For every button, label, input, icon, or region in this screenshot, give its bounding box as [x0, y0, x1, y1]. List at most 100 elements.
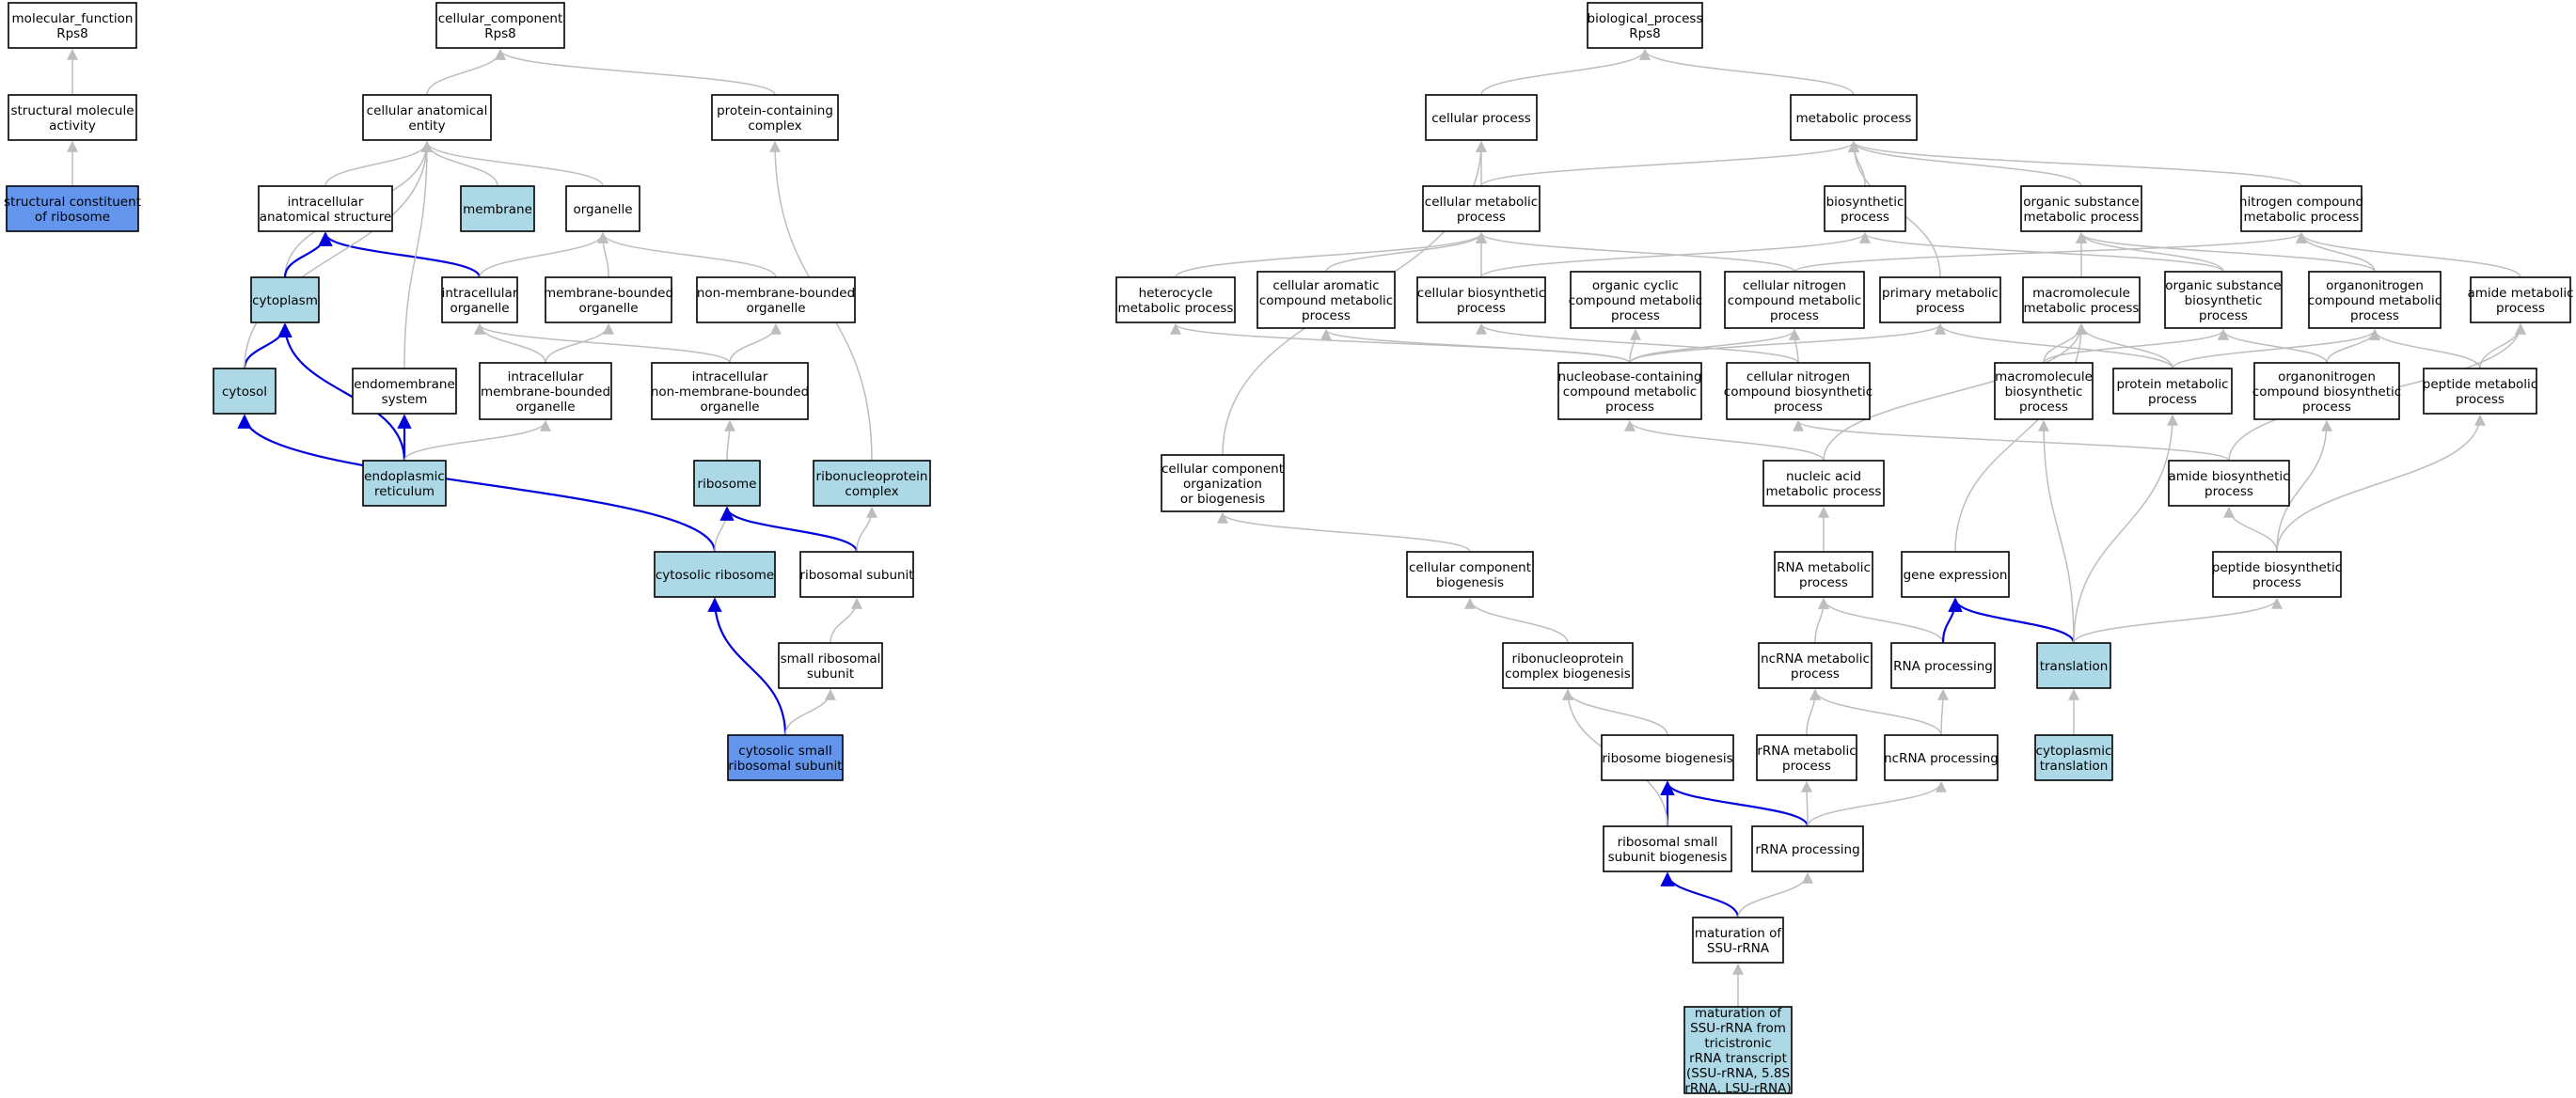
go-term-node-cr[interactable]: cytosolic ribosome: [654, 551, 776, 598]
go-term-node-cp[interactable]: cellular process: [1425, 94, 1538, 141]
edge-cr-to-ribo: [714, 506, 733, 553]
go-term-node-rb[interactable]: ribosome biogenesis: [1601, 734, 1734, 781]
go-term-node-rs[interactable]: ribosomal subunit: [799, 551, 914, 598]
edge-pcc-to-cc: [495, 48, 776, 96]
go-term-node-inmbo[interactable]: intracellularnon-membrane-boundedorganel…: [651, 362, 809, 420]
node-label-line: anatomical structure: [260, 210, 392, 225]
go-term-node-rnap[interactable]: RNA processing: [1890, 642, 1996, 689]
go-term-node-ncrnap[interactable]: ncRNA processing: [1884, 734, 1999, 781]
edge-trans-to-pbp: [2073, 597, 2283, 644]
node-label-line: ribosomal subunit: [799, 568, 913, 583]
node-label-line: ncRNA metabolic: [1761, 651, 1870, 667]
node-label-line: ribosome: [698, 477, 757, 492]
node-label-line: membrane-bounded: [544, 286, 673, 301]
edge-ncrnamp-to-rnamp: [1814, 597, 1829, 644]
node-label-line: compound metabolic: [1259, 293, 1393, 308]
node-label-line: amide metabolic: [2467, 286, 2573, 301]
go-term-node-mem[interactable]: membrane: [460, 185, 535, 232]
edge-prmp-to-mmp: [2076, 322, 2173, 369]
edge-pepmp-to-oncmp: [2369, 328, 2481, 369]
go-term-node-cyto[interactable]: cytoplasm: [250, 276, 320, 323]
node-label-line: RNA metabolic: [1777, 560, 1871, 575]
node-label-line: molecular_function: [12, 11, 134, 26]
node-box: [2022, 276, 2141, 323]
node-box: [1692, 917, 1784, 964]
go-term-node-org[interactable]: organelle: [565, 185, 640, 232]
node-label-line: Rps8: [56, 26, 88, 41]
edge-ge-to-mmp: [1954, 322, 2087, 553]
node-box: [435, 2, 565, 49]
node-label-line: process: [1916, 301, 1965, 316]
node-label-line: cellular nitrogen: [1746, 369, 1850, 384]
go-term-node-cytosol[interactable]: cytosol: [213, 368, 277, 415]
go-term-node-trans[interactable]: translation: [2036, 642, 2111, 689]
node-label-line: cytosolic small: [738, 744, 831, 759]
go-term-node-ge[interactable]: gene expression: [1901, 551, 2010, 598]
node-box: [250, 276, 320, 323]
go-term-node-rrnap[interactable]: rRNA processing: [1751, 825, 1864, 872]
node-box: [362, 94, 492, 141]
node-box: [2470, 276, 2571, 323]
node-label-line: RNA processing: [1893, 659, 1993, 674]
node-box: [799, 551, 914, 598]
go-term-node-ribo[interactable]: ribosome: [693, 460, 761, 507]
node-label-line: heterocycle: [1139, 286, 1213, 301]
node-label-line: cytoplasmic: [2036, 744, 2112, 759]
node-box: [1683, 1006, 1793, 1094]
node-label-line: gene expression: [1904, 568, 2008, 583]
edge-rrnap-to-ncrnap: [1807, 780, 1947, 827]
node-box: [1884, 734, 1999, 781]
go-term-node-mp[interactable]: metabolic process: [1790, 94, 1918, 141]
